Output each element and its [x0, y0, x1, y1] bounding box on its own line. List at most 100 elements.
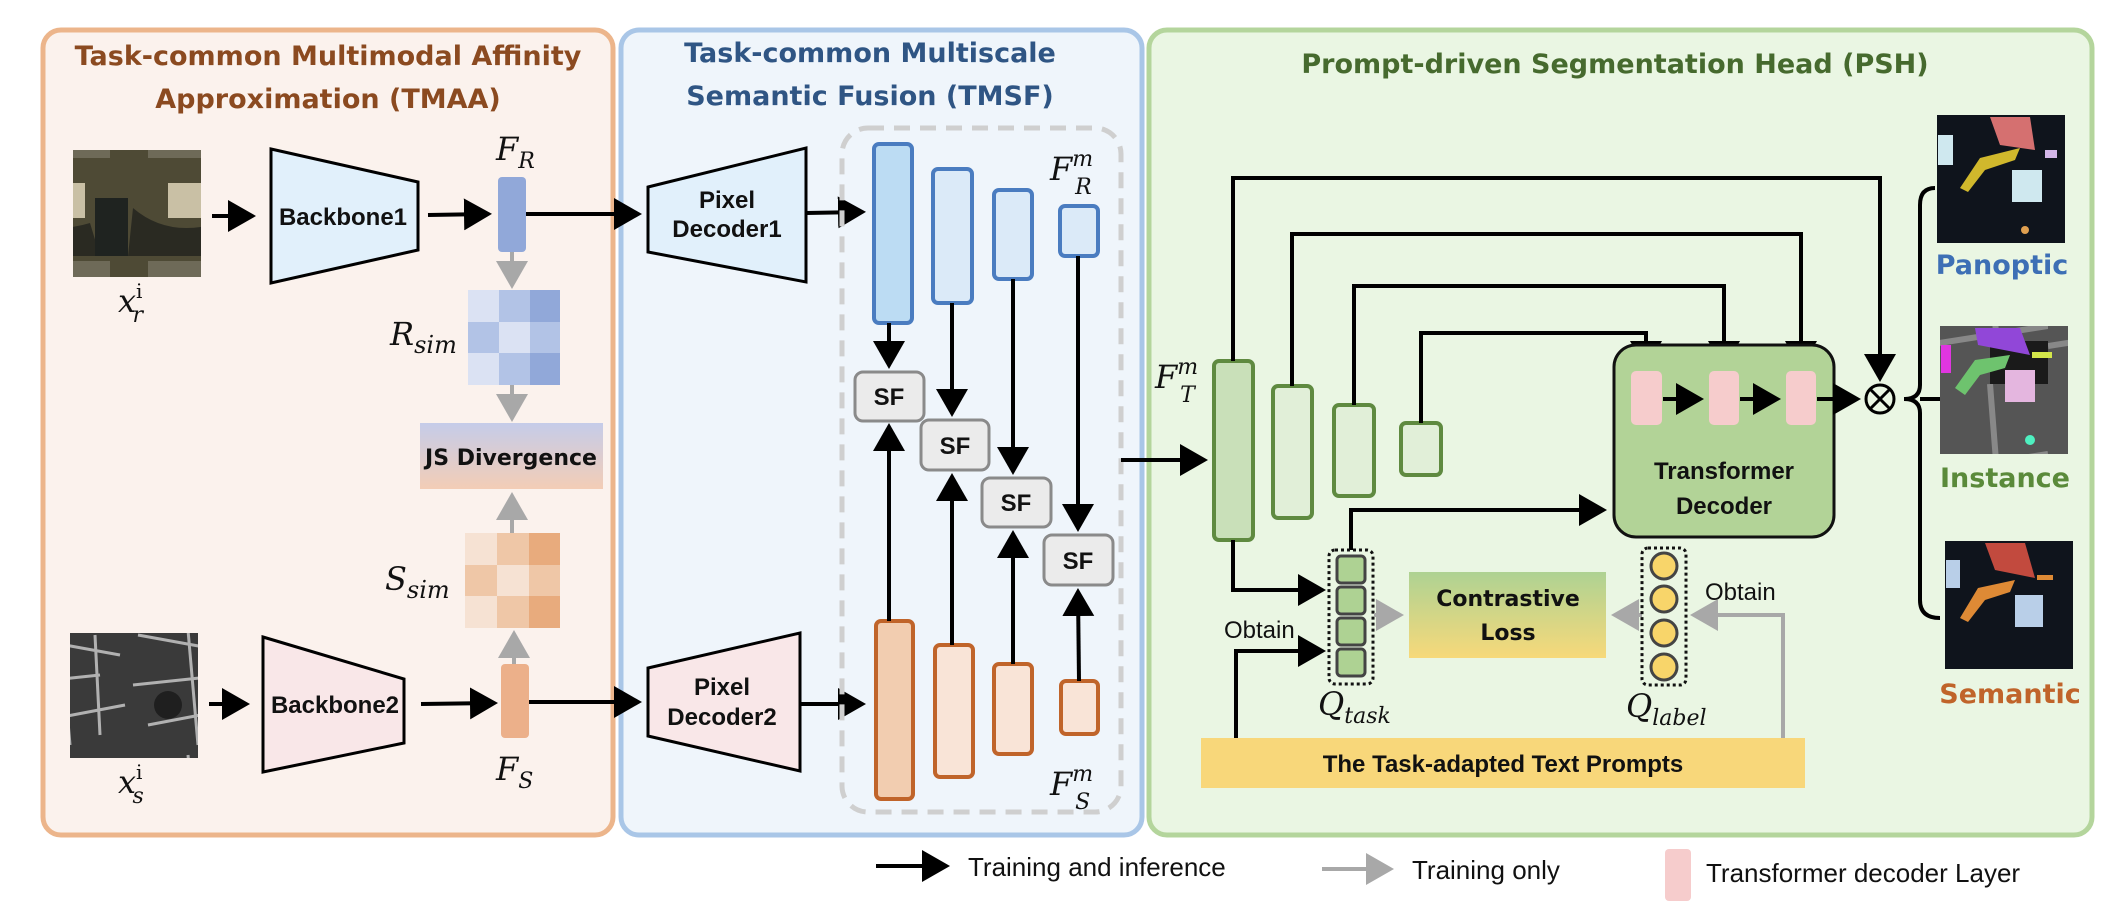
ssim-matrix [465, 533, 560, 628]
qlabel-query-4 [1649, 652, 1679, 682]
contrastive-loss-box [1409, 572, 1606, 658]
semantic-output-image [1945, 541, 2073, 669]
pixel-decoder2-label-line2: Decoder2 [667, 704, 776, 731]
contrastive-loss-label-line2: Loss [1480, 621, 1535, 646]
ftm-bar-1 [1212, 359, 1255, 542]
fsm-bar-4 [1059, 679, 1100, 736]
frm-bar-3 [992, 188, 1034, 281]
arrow-backbone1-to-fr [427, 198, 492, 231]
transformer-decoder-label-line1: Transformer [1654, 458, 1794, 485]
backbone1-shape [269, 147, 420, 285]
panoptic-label: Panoptic [1936, 250, 2069, 281]
obtain-right-label: Obtain [1705, 579, 1776, 606]
pixel-decoder2-label-line1: Pixel [694, 674, 750, 701]
connector-prompts-to-qtask [1234, 635, 1326, 738]
backbone1-label: Backbone1 [279, 204, 407, 231]
instance-output-image [1940, 326, 2068, 454]
connector-bar3-to-layer2 [1352, 284, 1740, 405]
fs-label: FS [495, 750, 533, 794]
connector-bar2-to-layer3 [1290, 232, 1817, 386]
optical-input-image [73, 150, 201, 277]
qtask-query-1 [1335, 554, 1367, 585]
sf-label: SF [1063, 548, 1094, 575]
frm-bar-4 [1058, 204, 1100, 258]
qtask-label: Qtask [1318, 685, 1391, 729]
panoptic-output-image [1937, 115, 2065, 243]
qlabel-query-1 [1649, 551, 1679, 581]
qtask-dotted-frame [1327, 548, 1375, 686]
fsm-bar-2 [933, 643, 975, 779]
fr-feature-bar [498, 177, 526, 252]
js-divergence-label: JS Divergence [423, 446, 597, 471]
fsm-bar-3 [992, 662, 1034, 756]
pixel-decoder1-label-line2: Decoder1 [672, 216, 781, 243]
qlabel-dotted-frame [1640, 546, 1688, 687]
decoder-layer-3 [1786, 371, 1816, 425]
frm-bar-1 [872, 142, 914, 325]
text-prompts-label: The Task-adapted Text Prompts [1323, 751, 1684, 778]
ftm-bar-2 [1271, 384, 1314, 520]
rsim-label: Rsim [389, 315, 457, 359]
tmaa-title-line2: Approximation (TMAA) [155, 84, 501, 115]
tmsf-title-line1: Task-common Multiscale [684, 38, 1056, 69]
pixel-decoder1-label-line1: Pixel [699, 187, 755, 214]
sf-label: SF [1001, 490, 1032, 517]
connector-bar1-to-otimes [1231, 176, 1896, 382]
legend-decoder-layer-swatch [1665, 849, 1691, 901]
fs-feature-bar [501, 664, 529, 738]
output-brace [1903, 186, 1941, 620]
connector-bar1-to-qtask [1231, 540, 1326, 606]
sf-label: SF [874, 384, 905, 411]
ftm-bar-4 [1399, 421, 1443, 477]
text-prompts-bar [1201, 738, 1805, 788]
tmaa-title-line1: Task-common Multimodal Affinity [75, 41, 582, 72]
qtask-query-2 [1335, 585, 1367, 616]
decoder-layer-1 [1631, 371, 1662, 425]
frm-bar-2 [931, 167, 974, 305]
qlabel-query-3 [1649, 618, 1679, 648]
psh-title: Prompt-driven Segmentation Head (PSH) [1301, 49, 1928, 80]
rsim-matrix [468, 290, 560, 385]
sf-box-3: SF [980, 476, 1053, 529]
fr-label: FR [495, 130, 535, 174]
obtain-left-label: Obtain [1224, 617, 1295, 644]
backbone2-shape [261, 634, 406, 774]
qtask-query-4 [1335, 647, 1367, 678]
tmsf-title-line2: Semantic Fusion (TMSF) [686, 81, 1054, 112]
connector-qtask-to-decoder [1349, 494, 1607, 550]
sar-input-image [70, 633, 198, 758]
ftm-bar-3 [1332, 403, 1376, 498]
legend-decoder-layer-label: Transformer decoder Layer [1706, 858, 2020, 888]
js-divergence-box [420, 423, 603, 489]
legend-train-infer-label: Training and inference [968, 852, 1226, 882]
arrow-pd1-to-fm [805, 196, 866, 229]
semantic-label: Semantic [1939, 679, 2081, 710]
sf-box-2: SF [919, 418, 991, 472]
multiscale-dashed-box [839, 125, 1124, 815]
sf-label: SF [940, 433, 971, 460]
decoder-layer-2 [1709, 371, 1739, 425]
qlabel-query-2 [1649, 584, 1679, 614]
legend-train-only-label: Training only [1412, 855, 1560, 885]
pixel-decoder1-shape [646, 146, 808, 284]
backbone2-label: Backbone2 [271, 692, 399, 719]
otimes-icon [1864, 383, 1896, 415]
contrastive-loss-label-line1: Contrastive [1436, 587, 1580, 612]
arrow-fsm4-to-sf4 [1062, 588, 1095, 682]
fsm-bar-1 [874, 619, 915, 801]
sf-box-4: SF [1042, 533, 1115, 587]
connector-prompts-to-qlabel [1690, 599, 1785, 738]
qtask-query-3 [1335, 616, 1367, 647]
instance-label: Instance [1940, 463, 2070, 494]
pixel-decoder2-shape [646, 631, 802, 773]
arrow-backbone2-to-fs [420, 687, 498, 720]
sf-box-1: SF [853, 370, 926, 423]
qlabel-label: Qlabel [1626, 687, 1707, 731]
transformer-decoder-label-line2: Decoder [1676, 493, 1772, 520]
